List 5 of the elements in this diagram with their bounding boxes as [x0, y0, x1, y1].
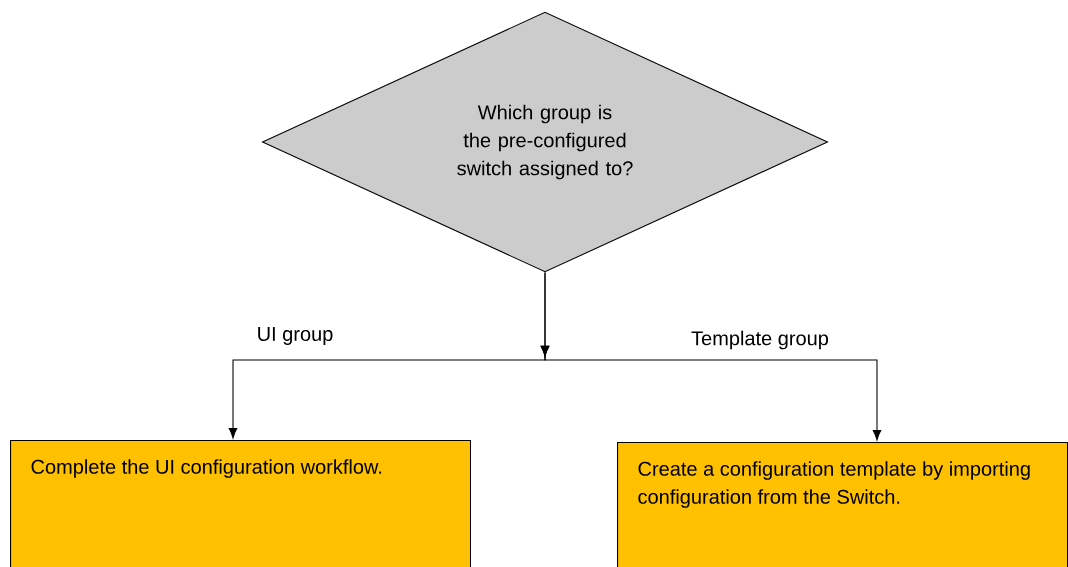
process-box: Create a configuration template by importing configuration from the Switch. [617, 442, 1068, 567]
process-box: Complete the UI configuration workflow. [10, 440, 472, 567]
arrow [540, 272, 882, 441]
edge-label: Template group [689, 329, 831, 351]
edge-label: UI group [255, 325, 335, 347]
